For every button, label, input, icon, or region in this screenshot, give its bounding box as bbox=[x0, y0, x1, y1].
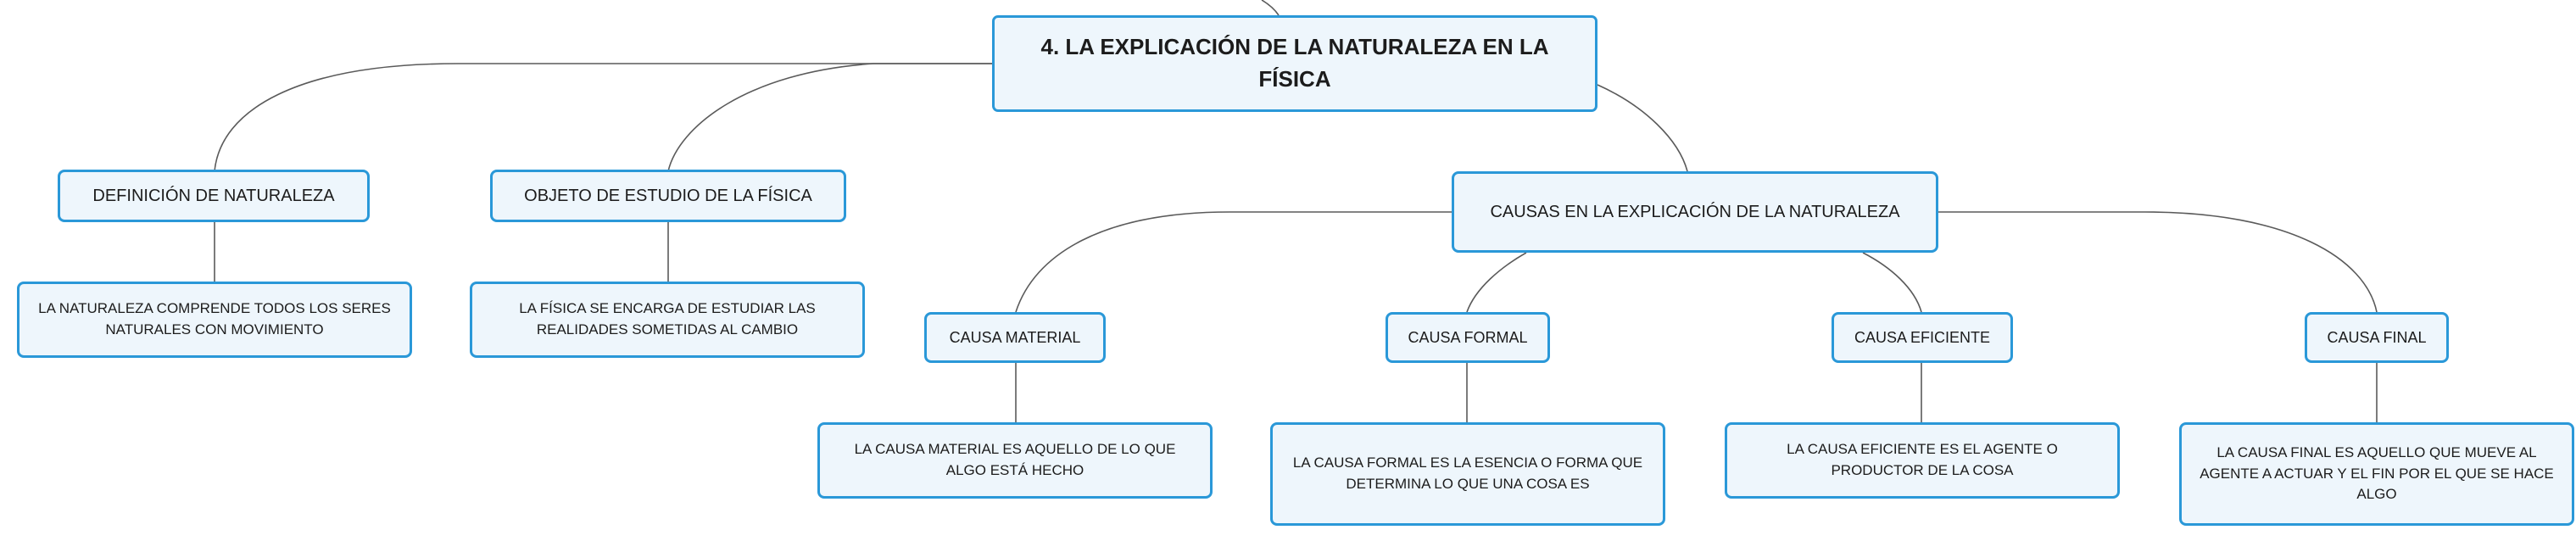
connector-causas-formal bbox=[1466, 252, 1527, 313]
connector-to-parent bbox=[1261, 0, 1280, 16]
topic-causas[interactable]: CAUSAS EN LA EXPLICACIÓN DE LA NATURALEZ… bbox=[1452, 171, 1938, 253]
topic-definicion[interactable]: DEFINICIÓN DE NATURALEZA bbox=[58, 170, 370, 222]
detail-causa-final[interactable]: LA CAUSA FINAL ES AQUELLO QUE MUEVE AL A… bbox=[2179, 422, 2574, 526]
topic-causa-material[interactable]: CAUSA MATERIAL bbox=[924, 312, 1106, 363]
connector-root-definicion bbox=[214, 63, 992, 172]
topic-objeto[interactable]: OBJETO DE ESTUDIO DE LA FÍSICA bbox=[490, 170, 846, 222]
connector-causas-final bbox=[1938, 211, 2378, 313]
root-topic[interactable]: 4. LA EXPLICACIÓN DE LA NATURALEZA EN LA… bbox=[992, 15, 1597, 112]
topic-causa-final[interactable]: CAUSA FINAL bbox=[2305, 312, 2449, 363]
connector-causas-eficiente bbox=[1862, 252, 1922, 313]
detail-objeto[interactable]: LA FÍSICA SE ENCARGA DE ESTUDIAR LAS REA… bbox=[470, 282, 865, 358]
detail-causa-formal[interactable]: LA CAUSA FORMAL ES LA ESENCIA O FORMA QU… bbox=[1270, 422, 1665, 526]
detail-causa-material[interactable]: LA CAUSA MATERIAL ES AQUELLO DE LO QUE A… bbox=[817, 422, 1213, 499]
connector-root-objeto bbox=[667, 63, 992, 172]
connector-root-causas bbox=[1597, 84, 1688, 172]
detail-definicion[interactable]: LA NATURALEZA COMPRENDE TODOS LOS SERES … bbox=[17, 282, 412, 358]
topic-causa-eficiente[interactable]: CAUSA EFICIENTE bbox=[1832, 312, 2013, 363]
detail-causa-eficiente[interactable]: LA CAUSA EFICIENTE ES EL AGENTE O PRODUC… bbox=[1725, 422, 2120, 499]
connector-causas-material bbox=[1015, 211, 1452, 313]
topic-causa-formal[interactable]: CAUSA FORMAL bbox=[1386, 312, 1550, 363]
